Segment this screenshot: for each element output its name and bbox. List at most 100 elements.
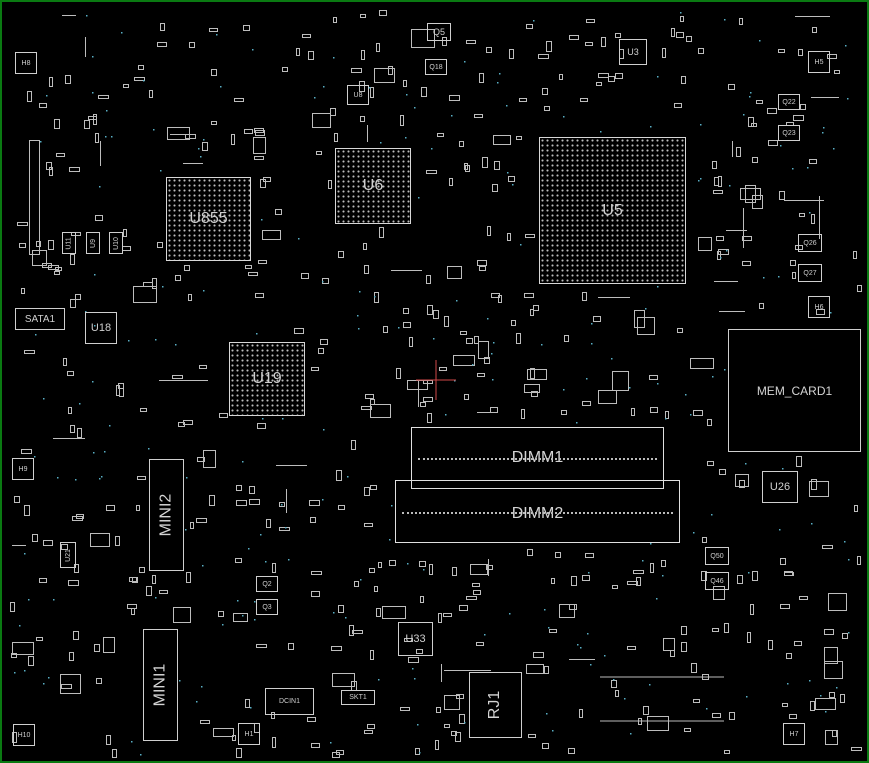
smd-passive xyxy=(677,328,683,333)
smd-passive xyxy=(627,646,636,650)
via-dot xyxy=(48,677,50,679)
smd-passive xyxy=(492,184,498,192)
smd-passive xyxy=(255,293,264,298)
via-dot xyxy=(75,479,77,481)
smd-passive xyxy=(74,564,79,573)
small-ic-outline xyxy=(374,68,395,83)
smd-passive xyxy=(95,133,99,143)
smd-passive xyxy=(527,549,533,556)
smd-passive xyxy=(271,712,275,719)
smd-passive xyxy=(662,48,666,58)
chip-u33-label: U33 xyxy=(405,633,426,645)
smd-passive xyxy=(549,629,557,633)
smd-passive xyxy=(542,743,549,749)
smd-passive xyxy=(338,505,345,510)
dimm2-label: DIMM2 xyxy=(511,504,564,522)
smd-passive xyxy=(112,749,117,758)
smd-passive xyxy=(798,49,803,56)
via-dot xyxy=(650,543,652,545)
smd-passive xyxy=(379,10,387,16)
mem-card-label: MEM_CARD1 xyxy=(756,383,833,398)
chip-u10-label: U10 xyxy=(112,236,120,250)
via-dot xyxy=(389,539,391,541)
small-ic-outline xyxy=(815,698,836,710)
via-dot xyxy=(451,115,453,117)
via-dot xyxy=(220,86,222,88)
small-ic-outline xyxy=(526,664,544,674)
smd-passive xyxy=(691,663,697,673)
smd-passive xyxy=(157,42,167,47)
smd-passive xyxy=(482,157,488,168)
smd-passive xyxy=(288,643,294,650)
smd-passive xyxy=(530,309,534,316)
mounting-hole-h6: H6 xyxy=(808,296,830,318)
smd-passive xyxy=(364,265,369,274)
via-dot xyxy=(357,315,359,317)
smd-passive xyxy=(236,748,242,758)
smd-passive xyxy=(810,701,815,711)
smd-passive xyxy=(279,502,285,507)
h8-label: H8 xyxy=(21,59,31,67)
smd-passive xyxy=(211,121,217,125)
via-dot xyxy=(92,381,94,383)
smd-passive xyxy=(61,684,72,689)
smd-passive xyxy=(707,461,714,466)
via-dot xyxy=(552,730,554,732)
small-ic-outline xyxy=(698,237,712,251)
via-dot xyxy=(613,679,615,681)
smd-passive xyxy=(282,67,288,72)
chip-u855: U855 xyxy=(166,177,251,261)
chip-u6: U6 xyxy=(335,148,411,224)
smd-passive xyxy=(716,236,724,241)
q26-label: Q26 xyxy=(803,239,817,247)
smd-passive xyxy=(426,170,437,174)
via-dot xyxy=(160,170,162,172)
smd-passive xyxy=(421,87,427,97)
smd-passive xyxy=(245,265,252,269)
via-dot xyxy=(53,599,55,601)
smd-passive xyxy=(54,119,60,129)
via-dot xyxy=(629,387,631,389)
via-dot xyxy=(782,468,784,470)
via-dot xyxy=(698,180,700,182)
smd-passive xyxy=(420,402,426,407)
smd-passive xyxy=(70,254,75,265)
smd-passive xyxy=(69,652,74,661)
via-dot xyxy=(445,414,447,416)
smd-passive xyxy=(403,80,407,87)
smd-passive xyxy=(106,735,111,745)
small-ic-outline xyxy=(453,355,475,366)
via-dot xyxy=(143,80,145,82)
q5-label: Q5 xyxy=(432,27,445,37)
chip-u9: U9 xyxy=(86,232,100,254)
smd-passive xyxy=(400,115,404,126)
flat-connector xyxy=(29,140,40,255)
smd-passive xyxy=(69,167,80,172)
via-dot xyxy=(314,97,316,99)
via-dot xyxy=(121,32,123,34)
via-dot xyxy=(92,56,94,58)
smd-passive xyxy=(533,305,539,311)
via-dot xyxy=(43,398,45,400)
via-dot xyxy=(254,601,256,603)
smd-passive xyxy=(650,563,654,573)
smd-passive xyxy=(309,500,320,506)
smd-passive xyxy=(713,190,723,194)
via-dot xyxy=(414,107,416,109)
smd-passive xyxy=(435,740,439,750)
via-dot xyxy=(499,73,501,75)
smd-passive xyxy=(794,641,802,646)
via-dot xyxy=(179,680,181,682)
smd-passive xyxy=(795,245,803,250)
smd-passive xyxy=(184,265,190,271)
smd-passive xyxy=(139,567,145,573)
smd-passive xyxy=(361,406,372,410)
via-dot xyxy=(345,617,347,619)
via-dot xyxy=(281,504,283,506)
smd-passive xyxy=(840,694,845,703)
small-ic-outline xyxy=(407,380,428,390)
mounting-hole-h1: H1 xyxy=(238,723,260,745)
smd-passive xyxy=(451,731,457,736)
smd-passive xyxy=(338,605,344,613)
smd-passive xyxy=(409,337,413,347)
